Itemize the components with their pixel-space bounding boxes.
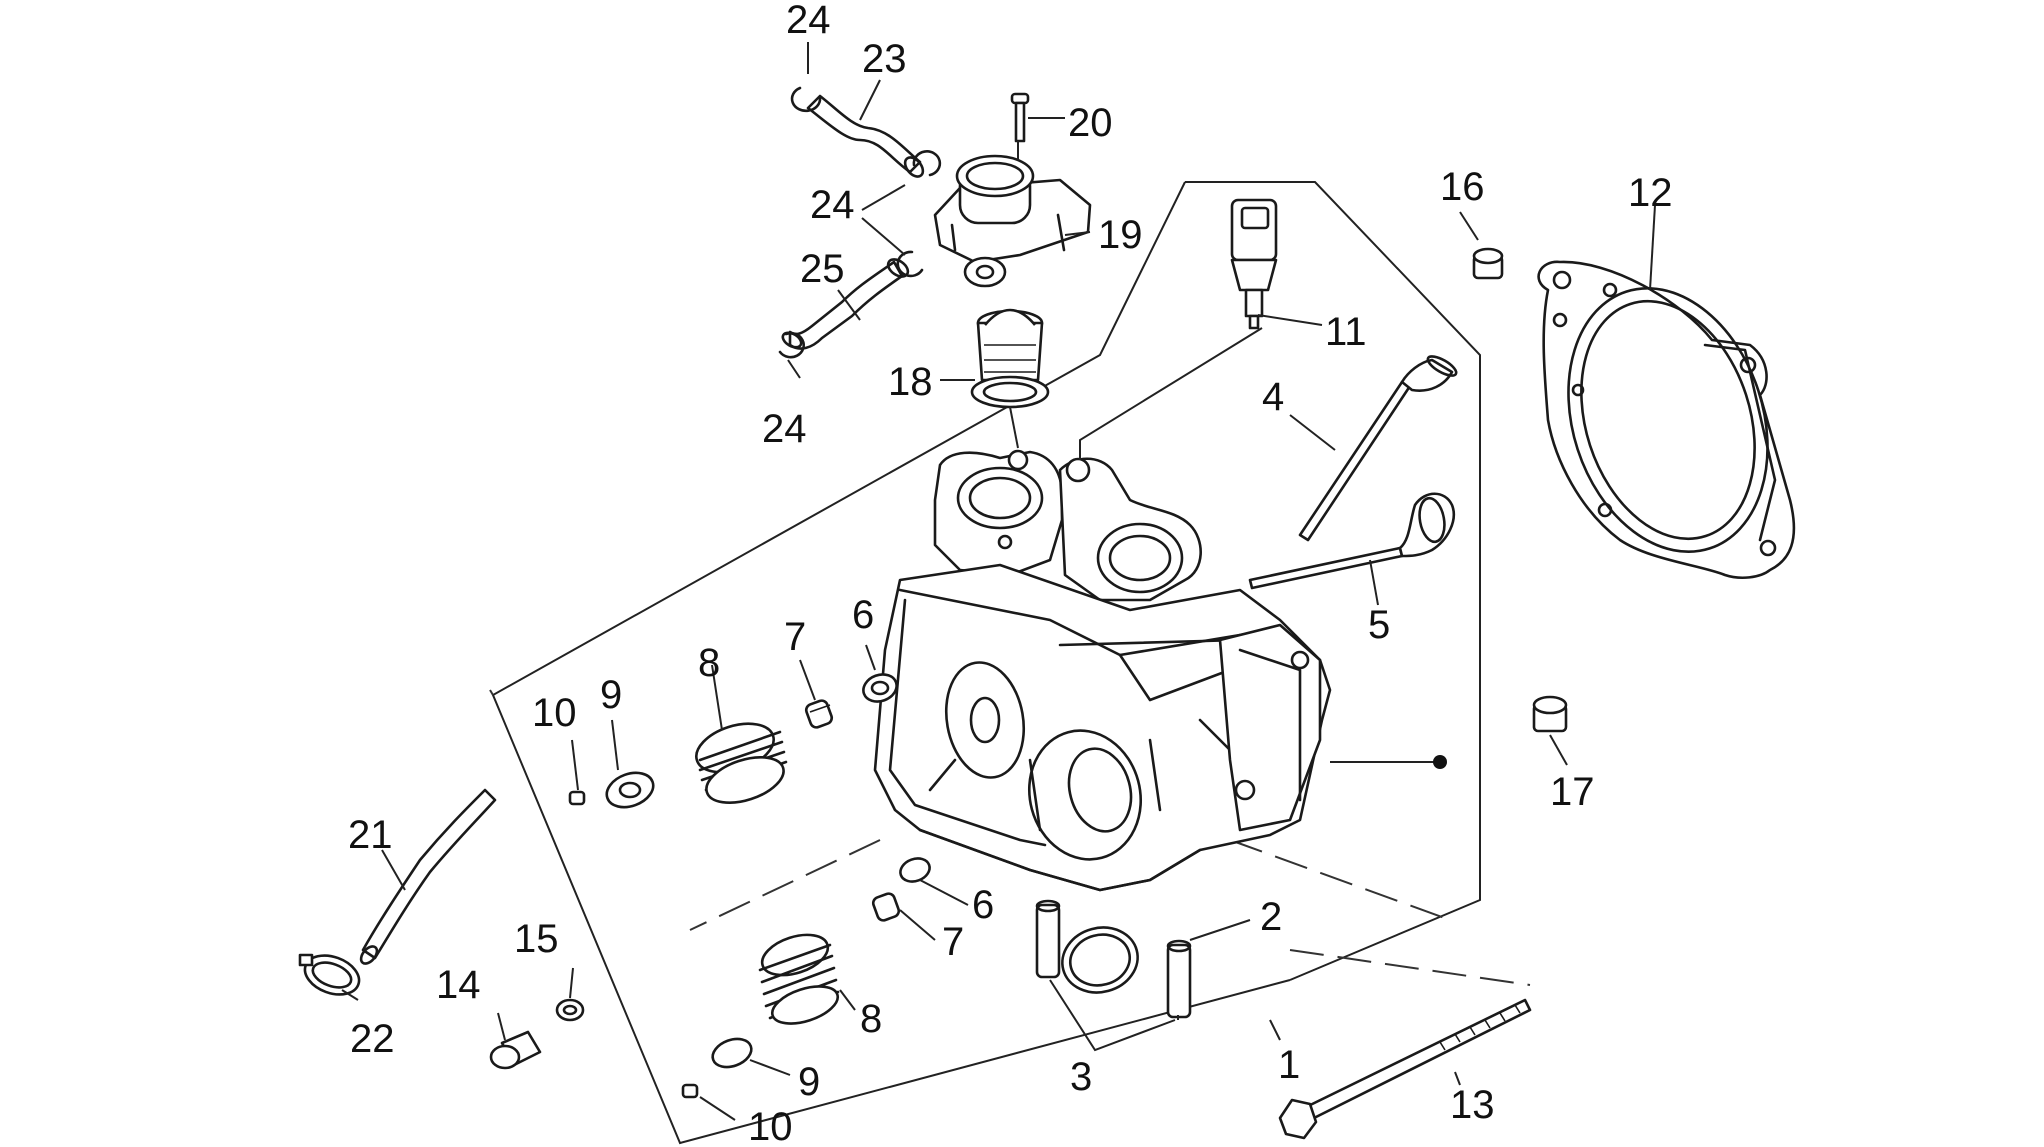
head-bolt-13 [1278,998,1532,1140]
callout-13: 13 [1450,1083,1495,1127]
valve-stem-seal-6-upper [862,673,898,703]
dowel-pin-3-right [1166,939,1192,1019]
callout-21: 21 [348,813,393,857]
callout-10-upper: 10 [532,691,577,735]
valve-5 [1248,492,1455,590]
callout-2: 2 [1260,895,1282,939]
callout-9-lower: 9 [798,1060,820,1104]
callout-7-lower: 7 [942,920,964,964]
callout-12: 12 [1628,171,1673,215]
o-ring-2 [1061,926,1139,994]
callout-8-lower: 8 [860,997,882,1041]
callout-6-lower: 6 [972,883,994,927]
drain-plug-14 [489,1030,542,1070]
reference-dot [1433,755,1447,769]
valve-4 [1298,355,1458,542]
cylinder-head-1 [873,449,1332,892]
temperature-sensor-11 [1230,198,1278,330]
dowel-16 [1472,247,1504,280]
callout-9-upper: 9 [600,673,622,717]
callout-22: 22 [350,1017,395,1061]
callout-8-upper: 8 [698,641,720,685]
callout-15: 15 [514,917,559,961]
callout-4: 4 [1262,375,1284,419]
callout-3: 3 [1070,1055,1092,1099]
callout-10-lower: 10 [748,1105,793,1147]
callout-14: 14 [436,963,481,1007]
callout-6-upper: 6 [852,593,874,637]
spring-retainer-9-upper [605,771,655,809]
valve-seal-7-upper [804,699,834,729]
callout-7-upper: 7 [784,615,806,659]
thermostat-housing-19 [933,154,1092,288]
callout-24-bottom: 24 [762,407,807,451]
hose-clamp-24-lower [778,250,924,359]
valve-cotter-10-upper [568,790,586,806]
breather-hose-21 [359,788,497,965]
callout-19: 19 [1098,213,1143,257]
assembly-outline [489,181,1531,1145]
callout-1: 1 [1278,1043,1300,1087]
screw-20 [1010,92,1030,143]
valve-spring-8-lower [758,933,840,1025]
dowel-17 [1532,695,1568,733]
callout-11: 11 [1325,310,1367,354]
leader-lines [341,42,1656,1121]
callout-24-middle: 24 [810,183,855,227]
callout-18: 18 [888,360,933,404]
head-gasket-12 [1537,260,1796,580]
callout-17: 17 [1550,770,1595,814]
callout-25: 25 [800,247,845,291]
upper-hose-23 [806,94,925,178]
lower-hose-25 [781,258,910,350]
dowel-pin-3-left [1035,899,1061,979]
hose-clamp-22 [298,953,361,996]
hose-clamp-24-top [790,86,942,177]
callout-labels: 24 23 20 24 19 25 18 24 16 12 11 4 5 6 7… [348,0,1673,1147]
callout-5: 5 [1368,603,1390,647]
callout-16: 16 [1440,165,1485,209]
callout-20: 20 [1068,101,1113,145]
valve-cotter-10-lower [681,1083,699,1099]
valve-stem-seal-6-lower [899,857,931,883]
spring-retainer-9-lower [711,1037,753,1069]
thermostat-18 [970,308,1050,409]
valve-seal-7-lower [871,892,901,922]
valve-spring-8-upper [695,722,788,804]
callout-23: 23 [862,37,907,81]
callout-24-top: 24 [786,0,831,42]
sealing-washer-15 [555,998,585,1022]
